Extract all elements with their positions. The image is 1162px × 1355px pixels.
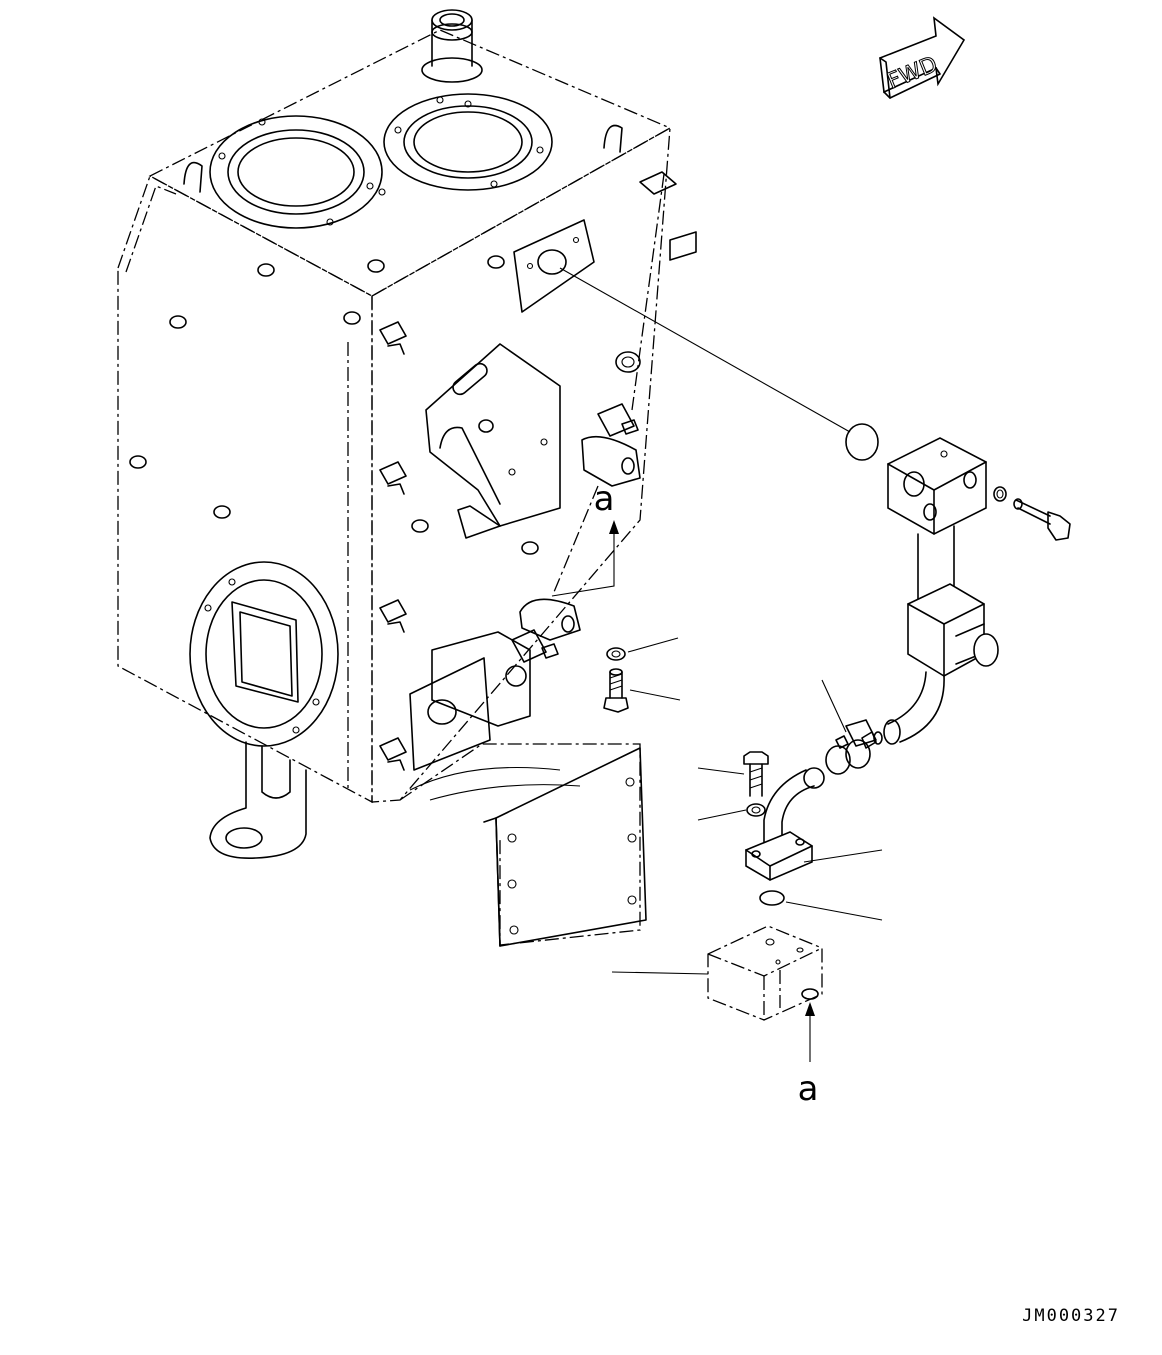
- transmission-housing: [117, 29, 672, 946]
- side-flange: [189, 561, 339, 747]
- housing-bosses: [129, 100, 641, 555]
- blind-plug: [845, 423, 879, 461]
- callout-a-lower: [805, 1002, 815, 1062]
- washer-lower: [746, 803, 766, 817]
- elbow-block: [887, 437, 987, 535]
- tube-clamp-upper: [581, 403, 641, 487]
- vertical-tube: [907, 525, 999, 677]
- part-leader-lines: [611, 637, 883, 975]
- harness-clips: [379, 171, 697, 771]
- washer-right: [993, 486, 1007, 502]
- mounting-foot: [209, 741, 307, 859]
- top-flange-right: [383, 93, 553, 191]
- top-flange-left: [209, 115, 383, 229]
- banjo-bolt: [1013, 498, 1071, 541]
- document-id: JM000327: [1022, 1306, 1120, 1326]
- leader-hose-clamp: [821, 679, 847, 733]
- callout-label-upper: a: [594, 479, 615, 519]
- o-ring: [759, 890, 785, 906]
- bolt-lower: [743, 751, 769, 797]
- callout-a-upper: [551, 520, 619, 597]
- bolt-upper: [603, 668, 629, 713]
- leader-plug: [559, 267, 851, 433]
- center-bracket: [425, 343, 561, 539]
- lifting-eye-left: [183, 161, 203, 193]
- hose-lower: [763, 767, 825, 851]
- filler-neck: [421, 9, 483, 83]
- lower-mount-plate: [409, 631, 647, 947]
- hose-elbow: [883, 671, 945, 745]
- valve-block: [707, 925, 823, 1021]
- fwd-arrow-icon: FWD: [879, 16, 966, 99]
- callout-label-lower: a: [798, 1069, 819, 1109]
- bracket-plate-upper: [513, 219, 595, 313]
- split-flange: [745, 831, 813, 881]
- tube-clamp-lower: [511, 598, 581, 663]
- hidden-tube-route: [553, 173, 665, 593]
- washer-upper: [606, 647, 626, 661]
- hose-clamp: [825, 719, 883, 775]
- lifting-eye-right: [603, 124, 623, 153]
